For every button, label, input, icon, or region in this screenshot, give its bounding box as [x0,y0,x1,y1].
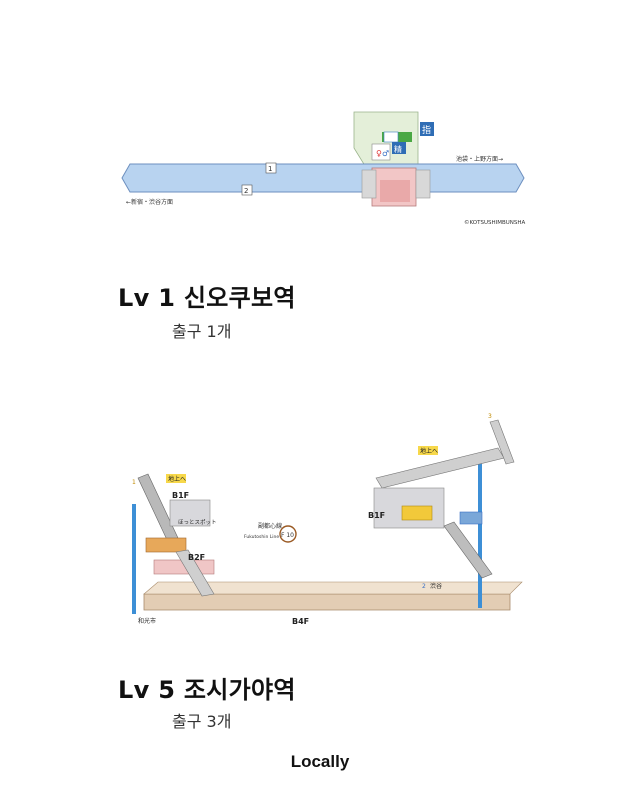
exit-count: 출구 3개 [172,712,232,731]
direction-left: ←新宿・渋谷方面 [126,198,173,206]
station-map-zoshigaya: F 10 副都心線 Fukutoshin Line B1F B2F B4F B1… [118,408,532,640]
exit-number-2: 2 [422,583,426,590]
level-b4f: B4F [292,617,309,626]
line-code: F 10 [281,532,294,539]
track-label-1: 1 [268,165,272,173]
station-map-shin-okubo: ♀ ♂ 精 指 1 2 ←新宿・渋谷方面 池袋・上野方面→ ©KOTSUSHIM… [118,108,532,228]
exit-label-left: 地上へ [168,475,186,483]
spot-label: ほっとスポット [178,519,217,526]
exit-number-3: 3 [488,413,492,420]
station-title[interactable]: Lv 1 신오쿠보역 [118,284,296,312]
line-name: 副都心線 [258,522,282,530]
level-b2f: B2F [188,553,205,562]
station-title[interactable]: Lv 5 조시가야역 [118,676,296,704]
copyright: ©KOTSUSHIMBUNSHA [464,219,526,226]
track-label-2: 2 [244,187,248,195]
direction-right: 池袋・上野方面→ [456,155,503,163]
level-b1f-right: B1F [368,511,385,520]
exit-count: 출구 1개 [172,322,232,341]
direction-right: 渋谷 [430,582,442,590]
direction-left: 和光市 [138,617,156,625]
line-name-en: Fukutoshin Line [244,534,279,540]
svg-text:♂: ♂ [382,149,389,158]
exit-number-1: 1 [132,479,136,486]
exit-label-right: 地上へ [420,447,438,455]
sign-ticket: 精 [394,144,402,154]
brand-logo: Locally [290,752,350,771]
svg-text:♀: ♀ [376,149,382,158]
level-b1f-left: B1F [172,491,189,500]
sign-designated: 指 [422,124,431,136]
